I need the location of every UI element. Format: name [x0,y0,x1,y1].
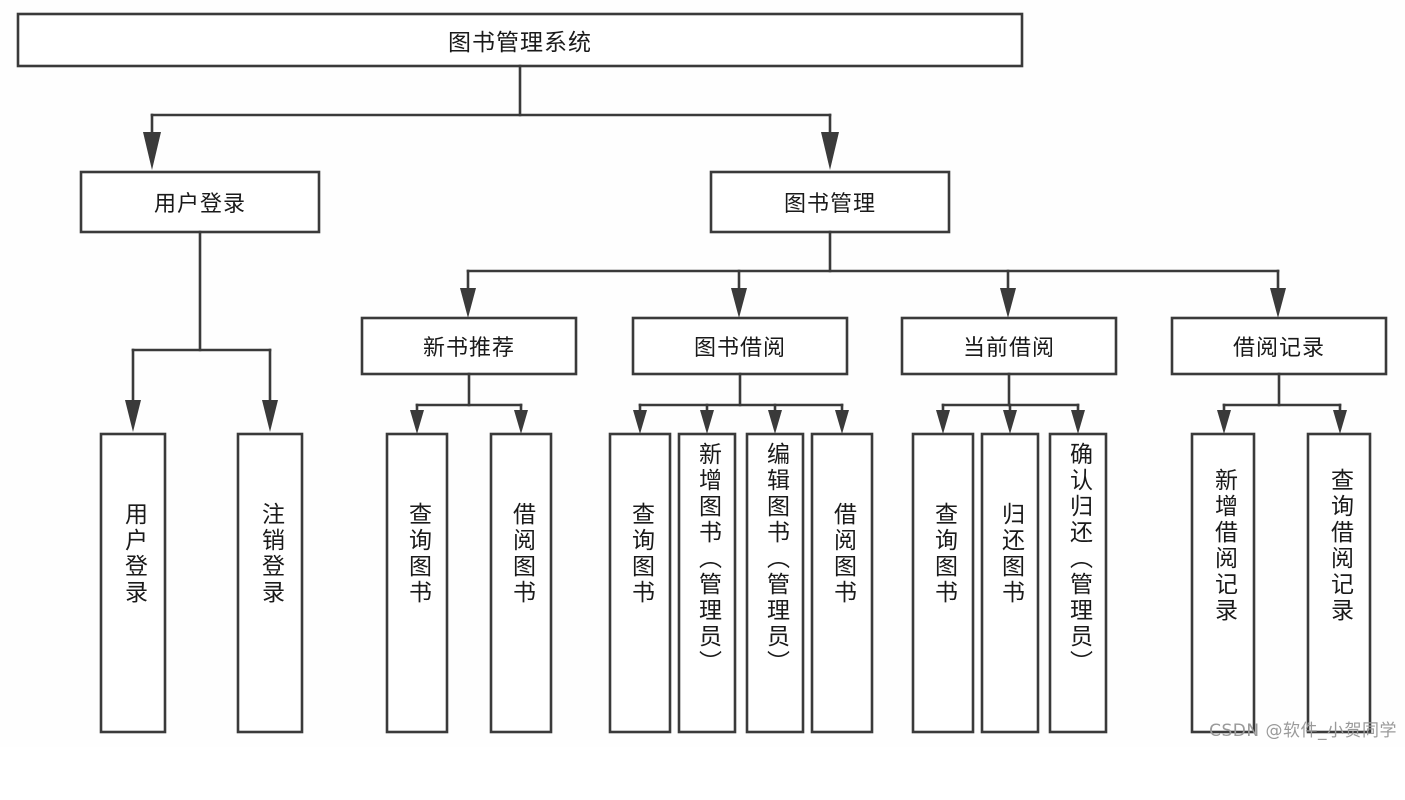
org-chart-diagram: 图书管理系统 用户登录 图书管理 新书推荐 图书借阅 当前借阅 借阅记录 用户登… [16,12,1397,741]
node-new-book-recommend-box[interactable] [360,316,578,376]
arrow-borrow-leaf-1-icon [633,410,647,434]
leaf-box-12[interactable] [1306,432,1372,734]
leaf-box-6[interactable] [745,432,805,734]
leaf-box-11[interactable] [1190,432,1256,734]
diagram-canvas [16,12,1388,734]
leaf-box-3[interactable] [489,432,553,734]
leaf-box-5[interactable] [677,432,737,734]
arrow-borrow-leaf-2-icon [700,410,714,434]
leaf-box-7[interactable] [810,432,874,734]
leaf-box-2[interactable] [385,432,449,734]
arrow-current-leaf-2-icon [1003,410,1017,434]
arrow-book-to-newbook-icon [460,288,476,318]
arrow-book-to-borrow-icon [731,288,747,318]
arrow-user-leaf-1-icon [125,400,141,432]
node-book-borrow-box[interactable] [631,316,849,376]
arrow-newbook-leaf-1-icon [410,410,424,434]
arrow-user-leaf-2-icon [262,400,278,432]
arrow-current-leaf-3-icon [1071,410,1085,434]
leaf-box-10[interactable] [1048,432,1108,734]
watermark: CSDN @软件_小贺同学 [1209,721,1397,741]
leaf-box-1[interactable] [236,432,304,734]
arrow-newbook-leaf-2-icon [514,410,528,434]
node-book-management-box[interactable] [709,170,951,234]
leaf-box-8[interactable] [911,432,975,734]
arrow-current-leaf-1-icon [936,410,950,434]
node-current-borrow-box[interactable] [900,316,1118,376]
leaf-box-0[interactable] [99,432,167,734]
arrow-record-leaf-1-icon [1217,410,1231,434]
leaf-box-9[interactable] [980,432,1040,734]
arrow-book-to-current-icon [1000,288,1016,318]
arrow-borrow-leaf-3-icon [768,410,782,434]
node-root-box[interactable] [16,12,1024,68]
arrow-book-to-record-icon [1270,288,1286,318]
arrow-root-to-book-icon [821,132,839,170]
arrow-borrow-leaf-4-icon [835,410,849,434]
node-user-login-box[interactable] [79,170,321,234]
arrow-record-leaf-2-icon [1333,410,1347,434]
leaf-box-4[interactable] [608,432,672,734]
node-borrow-record-box[interactable] [1170,316,1388,376]
arrow-root-to-user-icon [143,132,161,170]
